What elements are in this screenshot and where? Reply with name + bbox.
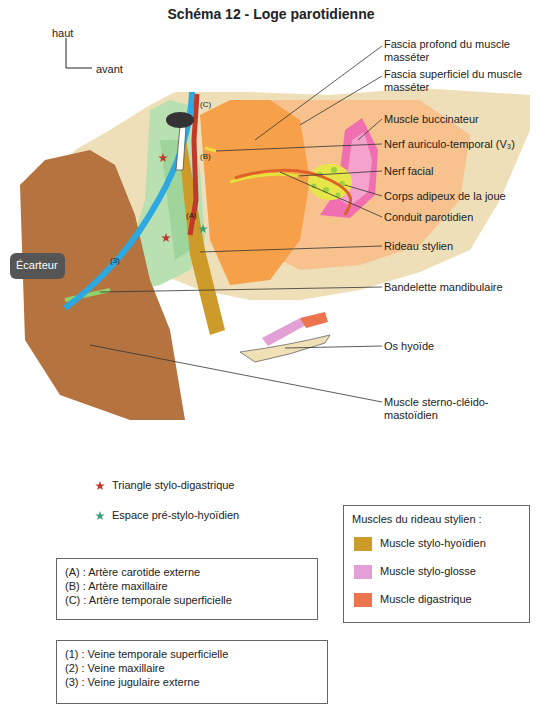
part-label: Muscle sterno-cléido-mastoïdien bbox=[384, 396, 534, 422]
star-symbol bbox=[95, 481, 105, 490]
part-label: Nerf auriculo-temporal (V₃) bbox=[384, 138, 539, 151]
part-label: Fascia profond du muscle masséter bbox=[384, 38, 534, 64]
part-label: Muscle buccinateur bbox=[384, 113, 534, 126]
parotid-duct bbox=[235, 170, 351, 215]
star-symbol bbox=[95, 511, 105, 520]
stylohyoid-muscle bbox=[178, 140, 225, 335]
star-symbol bbox=[158, 153, 168, 162]
buccal-fat-pad bbox=[308, 164, 352, 200]
key-text: (3) : Veine jugulaire externe bbox=[65, 675, 319, 689]
deep-fascia bbox=[200, 100, 310, 285]
callout-number: (B) bbox=[200, 152, 220, 162]
legend-box: Muscles du rideau stylien : Muscle stylo-… bbox=[343, 505, 530, 623]
key-text: (A) : Artère carotide externe bbox=[65, 565, 309, 579]
legend-heading: Muscles du rideau stylien : bbox=[352, 512, 521, 526]
legend-text: Triangle stylo-digastrique bbox=[112, 479, 332, 492]
legend-entry: Muscle digastrique bbox=[354, 592, 472, 607]
auriculotemporal-nerve bbox=[205, 148, 216, 151]
part-label: Conduit parotidien bbox=[384, 211, 534, 224]
star-symbol bbox=[198, 224, 208, 233]
part-label: haut bbox=[52, 27, 92, 40]
part-label: Bandelette mandibulaire bbox=[384, 281, 539, 294]
legend-swatch bbox=[354, 593, 372, 607]
callout-number: (C) bbox=[200, 100, 220, 110]
part-label: Nerf facial bbox=[384, 165, 534, 178]
key-text: (C) : Artère temporale superficielle bbox=[65, 593, 309, 607]
key-text: (1) : Veine temporale superficielle bbox=[65, 647, 319, 661]
key-box: (1) : Veine temporale superficielle(2) :… bbox=[56, 640, 328, 704]
legend-text: Espace pré-stylo-hyoïdien bbox=[112, 509, 332, 522]
star-symbol bbox=[161, 233, 171, 242]
legend-text: Muscle stylo-hyoïdien bbox=[380, 537, 486, 549]
diagram-title: Schéma 12 - Loge parotidienne bbox=[0, 6, 542, 22]
legend-text: Muscle stylo-glosse bbox=[380, 565, 476, 577]
part-label: Rideau stylien bbox=[384, 240, 534, 253]
legend-text: Muscle digastrique bbox=[380, 593, 472, 605]
callout-number: (3) bbox=[110, 256, 130, 266]
legend-entry: Muscle stylo-hyoïdien bbox=[354, 536, 486, 551]
part-label: Os hyoïde bbox=[384, 340, 534, 353]
orientation-axes bbox=[66, 38, 92, 68]
part-label: Corps adipeux de la joue bbox=[384, 190, 534, 203]
leader-lines bbox=[90, 46, 382, 402]
part-label: Fascia superficiel du muscle masséter bbox=[384, 68, 534, 94]
key-text: (2) : Veine maxillaire bbox=[65, 661, 319, 675]
condyle bbox=[166, 112, 194, 128]
key-text: (B) : Artère maxillaire bbox=[65, 579, 309, 593]
retractor bbox=[10, 253, 65, 279]
hyoid-bone bbox=[240, 335, 330, 362]
callout-number: (A) bbox=[186, 211, 206, 221]
part-label: avant bbox=[96, 63, 136, 76]
digastric-muscle bbox=[300, 312, 328, 328]
legend-entry: Muscle stylo-glosse bbox=[354, 564, 476, 579]
key-box: (A) : Artère carotide externe(B) : Artèr… bbox=[56, 558, 318, 620]
part-label: Écarteur bbox=[16, 259, 66, 272]
legend-swatch bbox=[354, 565, 372, 579]
styloid-process bbox=[176, 126, 186, 170]
legend-swatch bbox=[354, 537, 372, 551]
